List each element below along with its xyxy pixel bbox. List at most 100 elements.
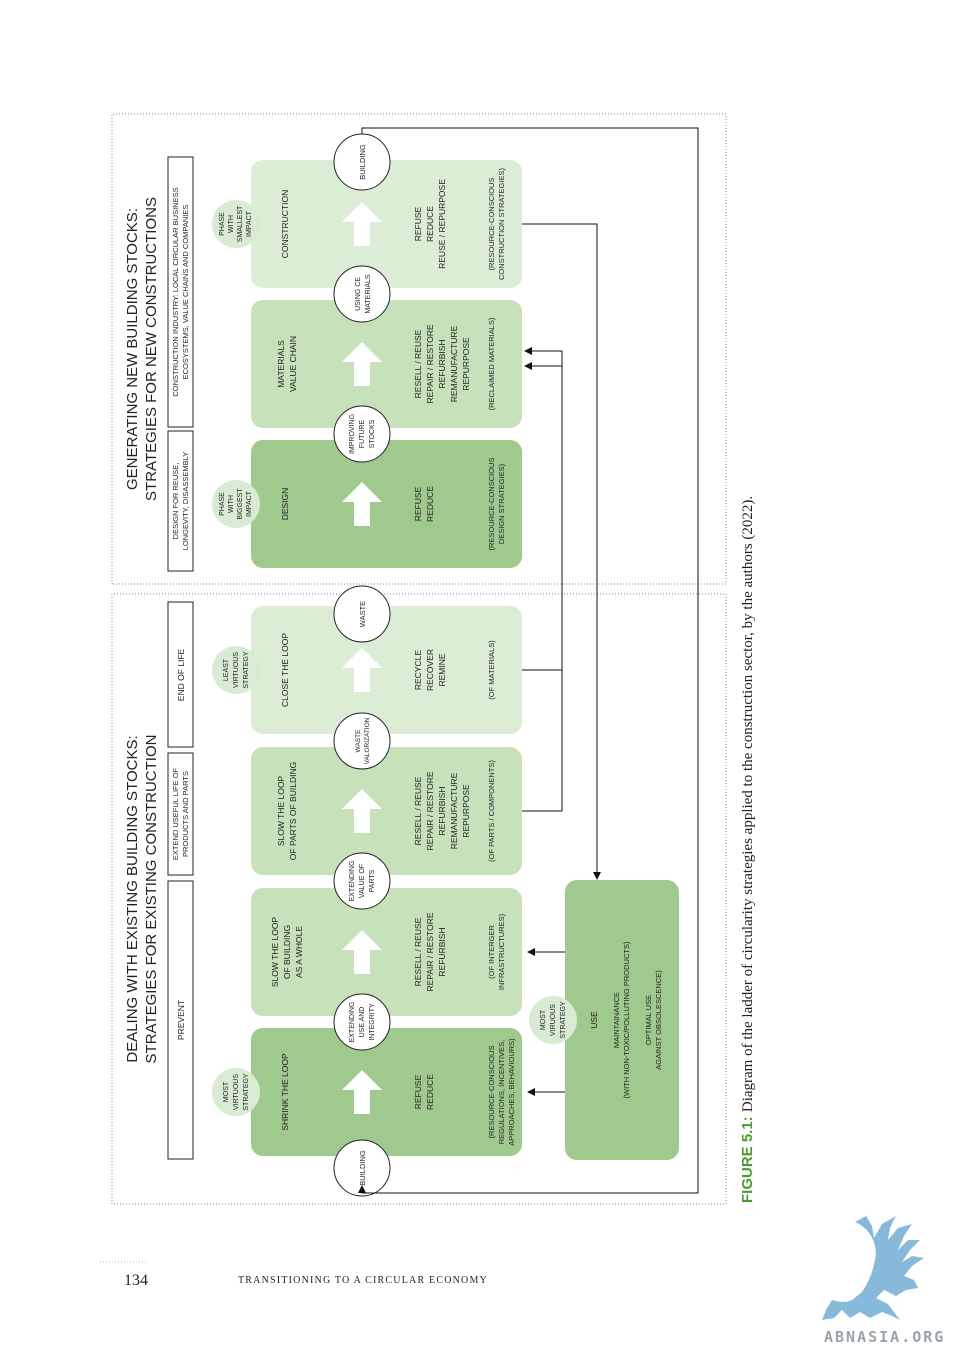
box-slow-loop-whole: SLOW THE LOOP OF BUILDING AS A WHOLE RES… (251, 888, 522, 1016)
svg-text:USE: USE (589, 1011, 599, 1029)
loop-building-return (358, 127, 699, 1194)
griffin-icon (822, 1216, 924, 1320)
svg-text:REGULATIONS, INCENTIVES,: REGULATIONS, INCENTIVES, (497, 1040, 506, 1144)
svg-text:WITH: WITH (228, 215, 235, 233)
svg-text:GENERATING NEW BUILDING STOCKS: GENERATING NEW BUILDING STOCKS: (124, 208, 141, 490)
svg-text:WASTE: WASTE (355, 729, 362, 753)
svg-text:REFURBISH: REFURBISH (437, 786, 447, 835)
badge-biggest-impact: PHASE WITH BIGGEST IMPACT (212, 480, 260, 528)
svg-text:IMPACT: IMPACT (246, 490, 253, 517)
svg-text:VIRTUOUS: VIRTUOUS (233, 652, 240, 688)
svg-text:REUSE / REPURPOSE: REUSE / REPURPOSE (437, 179, 447, 269)
svg-text:DESIGN STRATEGIES): DESIGN STRATEGIES) (497, 463, 506, 544)
svg-text:VIRUOUS: VIRUOUS (550, 1004, 557, 1036)
node-extending-use: EXTENDING USE AND INTEGRITY (333, 993, 391, 1051)
svg-text:REMINE: REMINE (437, 653, 447, 686)
node-building-end: BUILDING (333, 133, 391, 191)
svg-text:REFUSE: REFUSE (413, 486, 423, 521)
construction-to-use (522, 223, 601, 880)
header-prevent: PREVENT (167, 880, 194, 1160)
svg-text:STRATEGIES FOR NEW CONSTRUCTIO: STRATEGIES FOR NEW CONSTRUCTIONS (143, 197, 160, 501)
svg-text:REFURBISH: REFURBISH (437, 927, 447, 976)
connector-lines (358, 127, 699, 1194)
svg-text:PHASE: PHASE (219, 492, 226, 516)
svg-text:REMANUFACTURE: REMANUFACTURE (449, 772, 459, 849)
svg-text:LONGEVITY, DISASSEMBLY: LONGEVITY, DISASSEMBLY (181, 452, 190, 551)
svg-text:(OF INTERGER: (OF INTERGER (487, 925, 496, 979)
up-arrow-icon (342, 930, 382, 974)
badge-least-virtuous: LEAST VIRTUOUS STRATEGY (212, 646, 260, 694)
svg-text:EXTENDING: EXTENDING (349, 1002, 356, 1043)
svg-text:(RESOURCE-CONSCIOUS: (RESOURCE-CONSCIOUS (487, 1046, 496, 1139)
svg-text:END OF LIFE: END OF LIFE (176, 648, 186, 701)
box-materials-value-chain: MATERIALS VALUE CHAIN RESELL / REUSE REP… (251, 300, 522, 428)
svg-text:SMALLEST: SMALLEST (237, 205, 244, 242)
svg-text:VALORIZATION: VALORIZATION (364, 717, 371, 764)
svg-text:BIGGEST: BIGGEST (237, 488, 244, 520)
svg-text:REPAIR / RESTORE: REPAIR / RESTORE (425, 912, 435, 991)
svg-text:LEAST: LEAST (223, 658, 230, 681)
badge-smallest-impact: PHASE WITH SMALLEST IMPACT (212, 200, 260, 248)
header-design-for-reuse: DESIGN FOR REUSE, LONGEVITY, DISASSEMBLY (167, 430, 194, 572)
svg-text:MOST: MOST (223, 1081, 230, 1102)
svg-text:(OF MATERIALS): (OF MATERIALS) (487, 640, 496, 700)
svg-text:MAINTAINANCE: MAINTAINANCE (612, 992, 621, 1048)
svg-text:RECOVER: RECOVER (425, 649, 435, 691)
svg-text:STRATEGY: STRATEGY (243, 1073, 250, 1111)
svg-text:MATERIALS: MATERIALS (365, 274, 372, 313)
up-arrow-icon (342, 482, 382, 526)
box-slow-loop-parts: SLOW THE LOOP OF PARTS OF BUILDING RESEL… (251, 747, 522, 875)
figure-caption: FIGURE 5.1: Diagram of the ladder of cir… (739, 496, 756, 1203)
node-improving-stocks: IMPROVING FUTURE STOCKS (333, 405, 391, 463)
svg-text:CONSTRUCTION STRATEGIES): CONSTRUCTION STRATEGIES) (497, 168, 506, 280)
parts-to-materials (522, 362, 563, 812)
svg-text:RECYCLE: RECYCLE (413, 650, 423, 690)
svg-text:REDUCE: REDUCE (425, 1074, 435, 1110)
svg-text:STRATEGY: STRATEGY (560, 1001, 567, 1039)
svg-text:PHASE: PHASE (219, 212, 226, 236)
svg-text:WITH: WITH (228, 495, 235, 513)
svg-text:OF PARTS OF BUILDING: OF PARTS OF BUILDING (288, 762, 298, 860)
svg-text:OF BUILDING: OF BUILDING (282, 925, 292, 979)
header-extend: EXTEND USEFUL LIFE OF PRODUCTS AND PARTS (167, 752, 194, 876)
caption-number: FIGURE 5.1: (739, 1116, 756, 1203)
watermark-logo: ABNASIA.ORG (822, 1216, 943, 1346)
svg-text:RESELL / REUSE: RESELL / REUSE (413, 917, 423, 986)
svg-text:SHRINK THE LOOP: SHRINK THE LOOP (280, 1053, 290, 1131)
svg-text:AS A WHOLE: AS A WHOLE (294, 926, 304, 978)
svg-text:INFRASTRUCTURES): INFRASTRUCTURES) (497, 913, 506, 990)
caption-text: Diagram of the ladder of circularity str… (740, 496, 756, 1112)
box-shrink-the-loop: SHRINK THE LOOP REFUSE REDUCE (RESOURCE-… (251, 1028, 522, 1156)
svg-text:(OF PARTS / COMPONENTS): (OF PARTS / COMPONENTS) (487, 760, 496, 862)
node-building-start: BUILDING (333, 1139, 391, 1197)
svg-text:(WITH NON-TOXIC/POLLUTING PROD: (WITH NON-TOXIC/POLLUTING PRODUCTS) (622, 941, 631, 1098)
svg-text:REPAIR / RESTORE: REPAIR / RESTORE (425, 324, 435, 403)
svg-text:REPURPOSE: REPURPOSE (461, 784, 471, 838)
svg-text:DESIGN FOR REUSE,: DESIGN FOR REUSE, (171, 463, 180, 540)
svg-text:STRATEGY: STRATEGY (243, 651, 250, 689)
node-waste-valorization: WASTE VALORIZATION (333, 712, 391, 770)
new-title: GENERATING NEW BUILDING STOCKS: STRATEGI… (124, 197, 160, 501)
svg-text:REPURPOSE: REPURPOSE (461, 337, 471, 391)
svg-text:EXTEND USEFUL LIFE OF: EXTEND USEFUL LIFE OF (171, 767, 180, 860)
svg-text:PARTS: PARTS (369, 869, 376, 892)
up-arrow-icon (342, 789, 382, 833)
svg-text:AGAINST OBSOLESCENCE): AGAINST OBSOLESCENCE) (654, 970, 663, 1070)
up-arrow-icon (342, 202, 382, 246)
svg-text:IMPACT: IMPACT (246, 210, 253, 237)
svg-text:EXTENDING: EXTENDING (349, 861, 356, 902)
svg-text:RESELL / REUSE: RESELL / REUSE (413, 776, 423, 845)
svg-text:WASTE: WASTE (358, 601, 367, 627)
node-extending-value: EXTENDING VALUE OF PARTS (333, 852, 391, 910)
node-waste: WASTE (333, 585, 391, 643)
svg-text:VIRTUOUS: VIRTUOUS (233, 1074, 240, 1110)
svg-text:RESELL / REUSE: RESELL / REUSE (413, 329, 423, 398)
badge-most-virtuous-2: MOST VIRUOUS STRATEGY (529, 996, 577, 1044)
svg-text:VALUE CHAIN: VALUE CHAIN (288, 336, 298, 392)
svg-text:USE AND: USE AND (359, 1007, 366, 1038)
running-title: TRANSITIONING TO A CIRCULAR ECONOMY (238, 1275, 488, 1286)
page-number: 134 (124, 1272, 148, 1289)
svg-text:ECOSYSTEMS, VALUE CHAINS AND C: ECOSYSTEMS, VALUE CHAINS AND COMPANIES (181, 205, 190, 380)
svg-text:IMPROVING: IMPROVING (349, 414, 356, 454)
box-use: USE MAINTAINANCE (WITH NON-TOXIC/POLLUTI… (565, 880, 679, 1160)
